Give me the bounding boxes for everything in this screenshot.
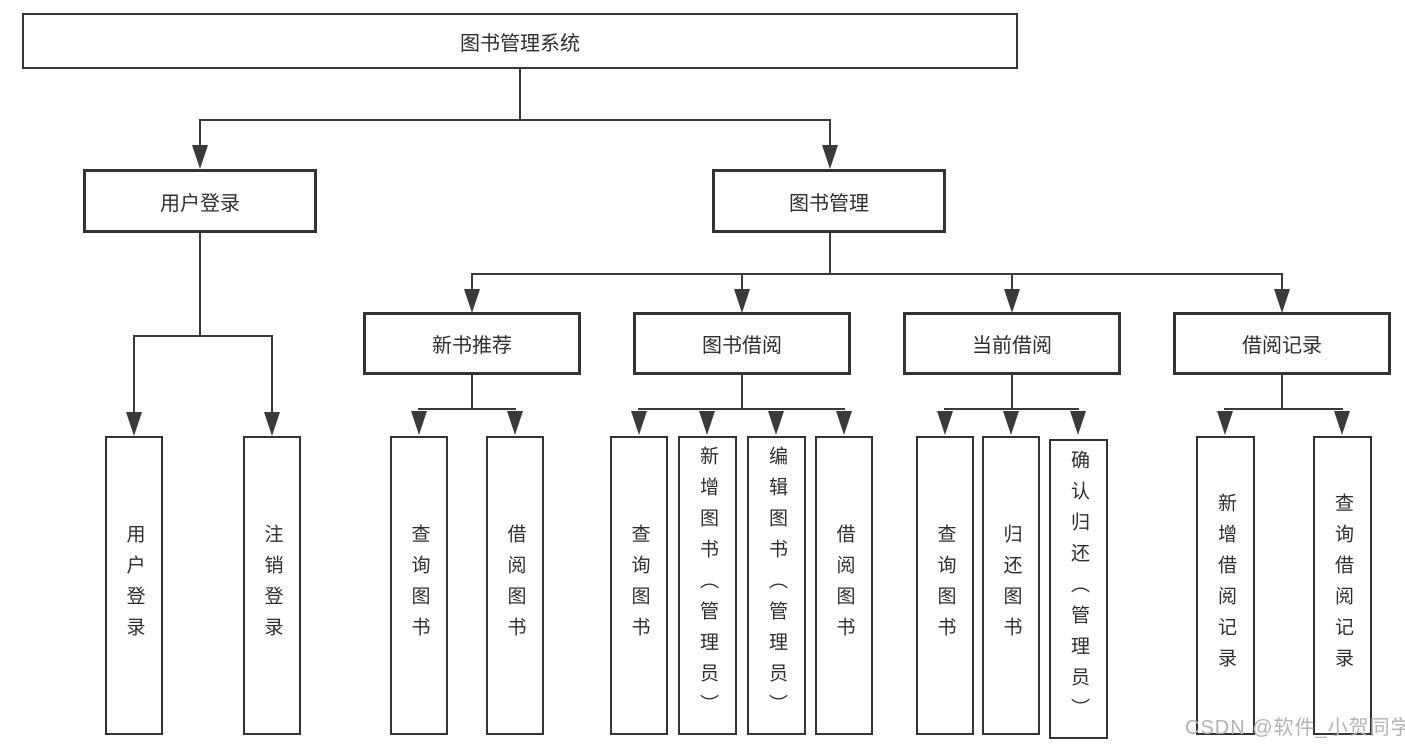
leaf-label: 查询图书 (934, 523, 956, 648)
leaf-user-login: 用户登录 (105, 436, 163, 735)
connector-hline (418, 408, 516, 410)
leaf-label: 借阅图书 (833, 523, 855, 648)
leaf-label: 查询借阅记录 (1332, 492, 1353, 679)
node-label: 图书管理 (789, 192, 869, 215)
node-label: 当前借阅 (972, 335, 1052, 357)
leaf-query-books-recommend: 查询图书 (390, 436, 448, 735)
node-library-management-system: 图书管理系统 (22, 13, 1018, 69)
connector-hline (133, 335, 273, 337)
connector-vline (741, 374, 743, 410)
leaf-label: 新增图书（管理员） (697, 446, 718, 725)
csdn-watermark: CSDN @软件_小贺同学 (1185, 717, 1405, 739)
leaf-edit-books-admin: 编辑图书（管理员） (747, 436, 806, 735)
arrow-down-icon (822, 145, 838, 169)
connector-vline (1011, 273, 1013, 291)
arrow-down-icon (411, 411, 427, 435)
node-user-login: 用户登录 (83, 169, 317, 233)
arrow-down-icon (464, 289, 480, 313)
arrow-down-icon (264, 412, 280, 436)
connector-vline (199, 119, 201, 147)
arrow-down-icon (1003, 411, 1019, 435)
leaf-label: 借阅图书 (504, 523, 526, 648)
connector-vline (1281, 374, 1283, 410)
connector-vline (741, 273, 743, 291)
leaf-add-borrow-record: 新增借阅记录 (1196, 436, 1255, 735)
arrow-down-icon (1334, 411, 1350, 435)
arrow-down-icon (507, 411, 523, 435)
leaf-query-books-current: 查询图书 (916, 436, 974, 735)
connector-vline (133, 335, 135, 413)
leaf-label: 用户登录 (123, 523, 145, 648)
arrow-down-icon (699, 411, 715, 435)
connector-vline (471, 273, 473, 291)
leaf-confirm-return-admin: 确认归还（管理员） (1049, 439, 1108, 739)
node-label: 新书推荐 (432, 335, 512, 357)
arrow-down-icon (631, 411, 647, 435)
node-label: 用户登录 (160, 192, 240, 215)
arrow-down-icon (836, 411, 852, 435)
arrow-down-icon (937, 411, 953, 435)
node-borrow-records: 借阅记录 (1173, 312, 1391, 375)
leaf-query-borrow-record: 查询借阅记录 (1313, 436, 1372, 735)
leaf-label: 新增借阅记录 (1215, 492, 1236, 679)
node-label: 借阅记录 (1242, 335, 1322, 357)
connector-vline (271, 335, 273, 413)
connector-vline (471, 374, 473, 410)
arrow-down-icon (1070, 411, 1086, 435)
leaf-label: 编辑图书（管理员） (766, 446, 787, 725)
connector-vline (519, 69, 521, 120)
leaf-logout-login: 注销登录 (243, 436, 301, 735)
arrow-down-icon (1217, 411, 1233, 435)
leaf-label: 查询图书 (628, 523, 650, 648)
arrow-down-icon (126, 412, 142, 436)
connector-hline (944, 408, 1079, 410)
leaf-label: 确认归还（管理员） (1068, 449, 1089, 729)
arrow-down-icon (734, 289, 750, 313)
connector-vline (1281, 273, 1283, 291)
leaf-label: 注销登录 (261, 523, 283, 648)
node-label: 图书管理系统 (460, 32, 580, 55)
arrow-down-icon (768, 411, 784, 435)
leaf-add-books-admin: 新增图书（管理员） (678, 436, 737, 735)
arrow-down-icon (1004, 289, 1020, 313)
node-new-book-recommend: 新书推荐 (363, 312, 581, 375)
connector-vline (829, 119, 831, 147)
arrow-down-icon (1274, 289, 1290, 313)
leaf-return-books: 归还图书 (982, 436, 1040, 735)
leaf-borrow-books: 借阅图书 (815, 436, 873, 735)
connector-hline (638, 408, 845, 410)
connector-vline (829, 233, 831, 275)
leaf-label: 归还图书 (1000, 523, 1022, 648)
connector-hline (199, 119, 831, 121)
connector-vline (199, 233, 201, 337)
node-label: 图书借阅 (702, 335, 782, 357)
node-book-management: 图书管理 (712, 169, 946, 233)
leaf-query-books-borrow: 查询图书 (610, 436, 668, 735)
arrow-down-icon (192, 145, 208, 169)
node-book-borrow: 图书借阅 (633, 312, 851, 375)
leaf-borrow-books-recommend: 借阅图书 (486, 436, 544, 735)
node-current-borrow: 当前借阅 (903, 312, 1121, 375)
connector-hline (471, 273, 1283, 275)
leaf-label: 查询图书 (408, 523, 430, 648)
connector-hline (1224, 408, 1343, 410)
connector-vline (1011, 374, 1013, 410)
